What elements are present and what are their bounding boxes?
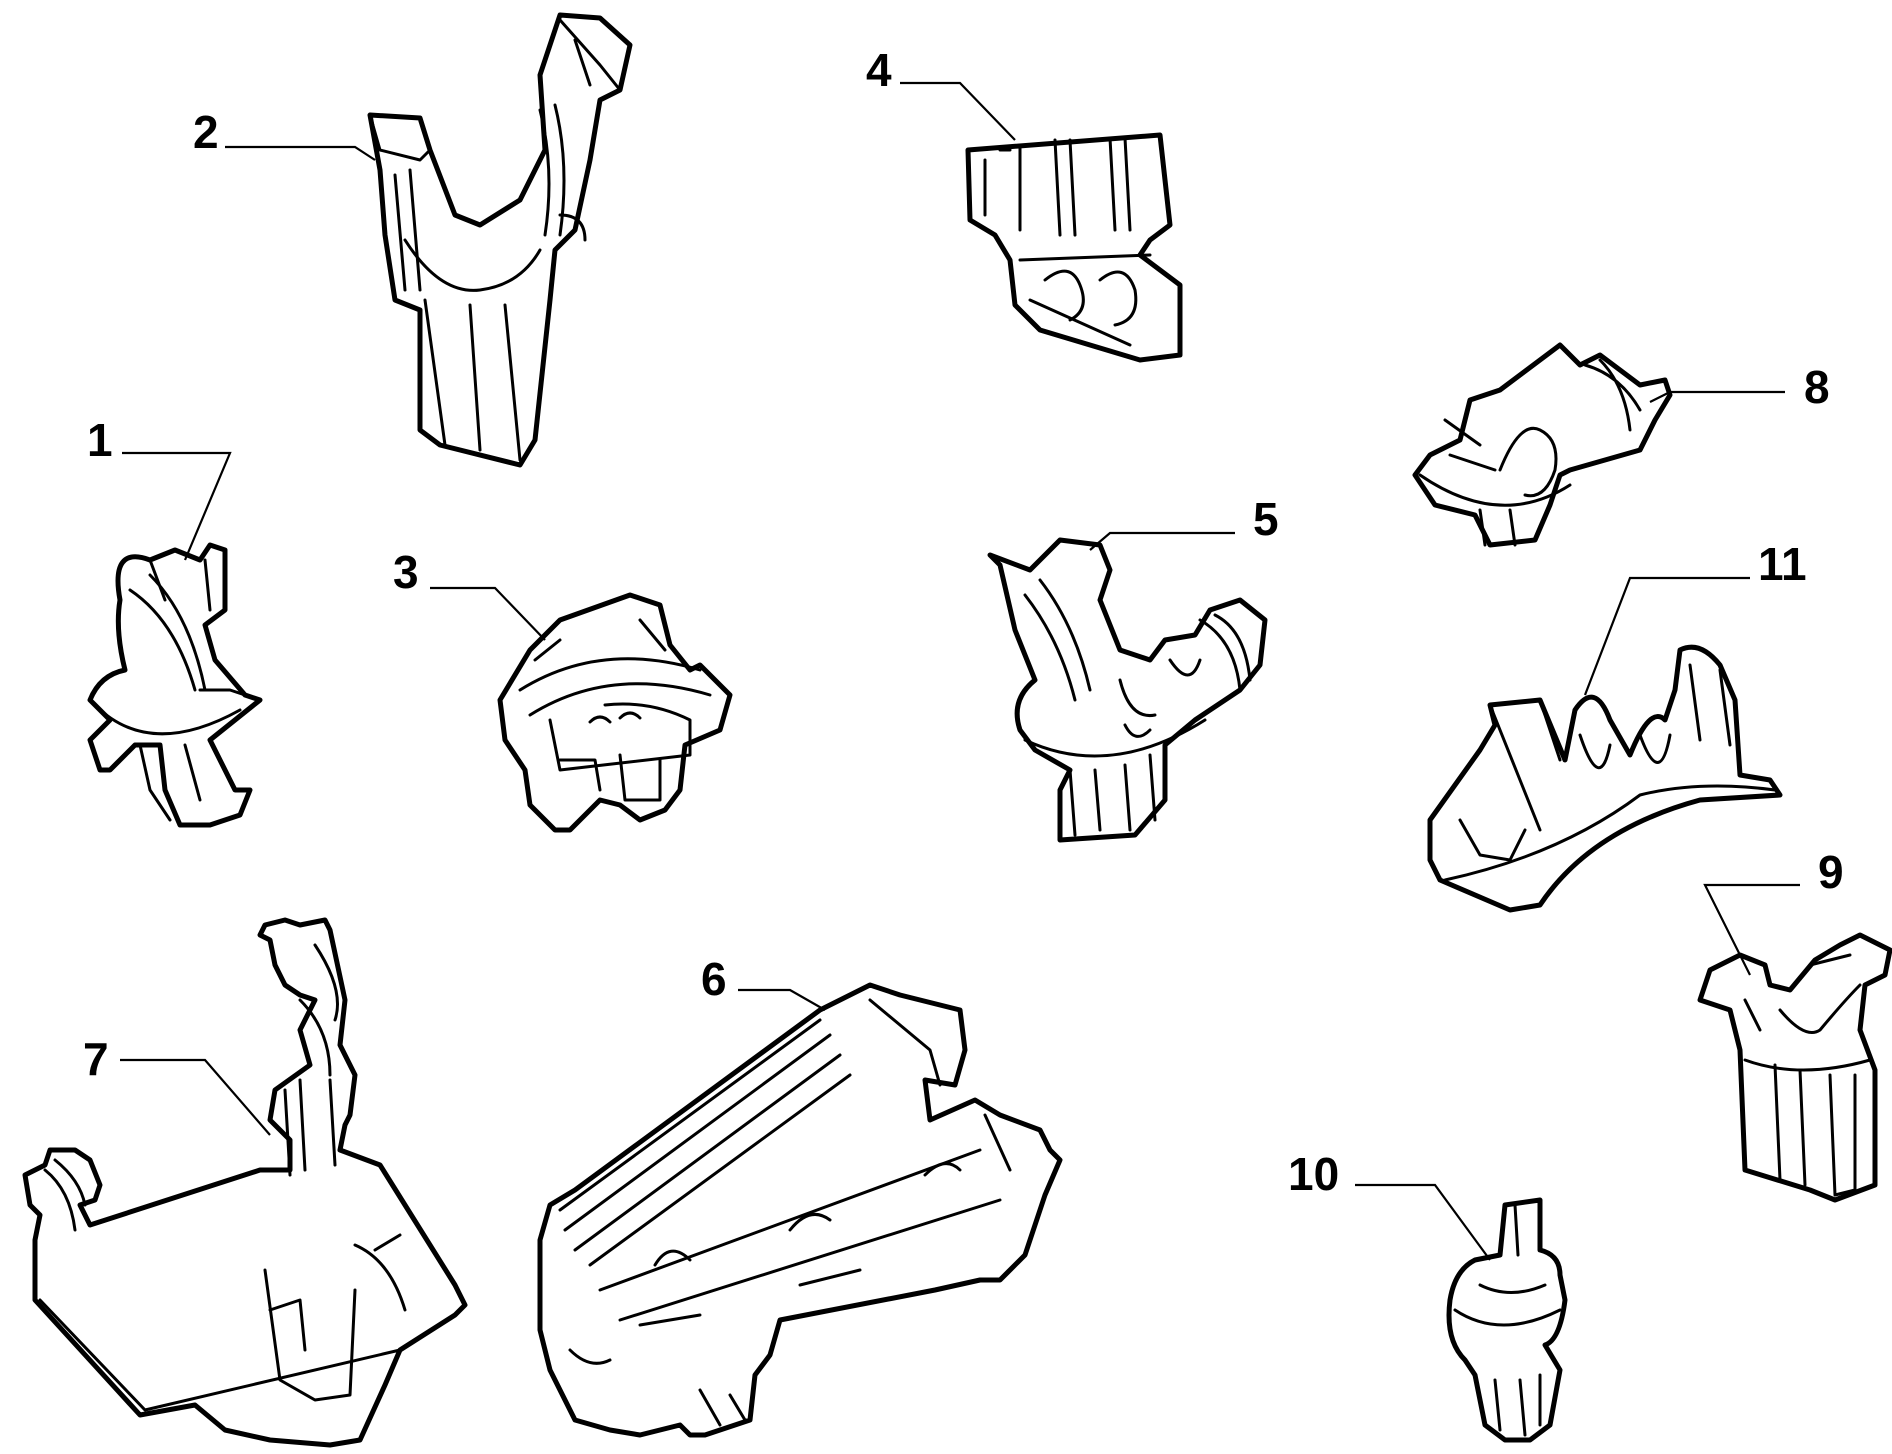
leader-line-11 [1583, 576, 1750, 696]
leader-line-1 [122, 451, 232, 561]
leader-line-3 [430, 586, 546, 641]
callout-label-8: 8 [1804, 361, 1830, 413]
callout-label-11: 11 [1758, 538, 1807, 590]
leader-line-5 [1089, 531, 1235, 551]
part-10-drawing [1446, 1197, 1568, 1443]
callout-label-9: 9 [1818, 846, 1844, 898]
leader-line-6 [738, 988, 826, 1011]
callout-label-1: 1 [87, 414, 113, 466]
callout-label-6: 6 [701, 953, 727, 1005]
leader-line-8 [1649, 390, 1785, 403]
leader-line-4 [900, 81, 1016, 141]
part-7-drawing [22, 917, 468, 1448]
callout-label-5: 5 [1253, 493, 1279, 545]
part-5-drawing [987, 537, 1268, 843]
part-3-drawing [497, 592, 733, 833]
callout-label-7: 7 [83, 1033, 109, 1085]
leader-line-7 [120, 1058, 271, 1136]
callout-label-10: 10 [1288, 1148, 1339, 1200]
part-11-drawing [1427, 644, 1783, 913]
part-8-drawing [1412, 342, 1673, 548]
part-6-drawing [537, 982, 1063, 1438]
part-4-drawing [965, 132, 1183, 363]
leader-line-10 [1355, 1183, 1491, 1261]
callout-label-2: 2 [193, 106, 219, 158]
leader-line-2 [225, 145, 376, 161]
part-1-drawing [87, 542, 263, 828]
leader-lines [120, 81, 1800, 1261]
callout-label-3: 3 [393, 546, 419, 598]
callout-label-4: 4 [866, 44, 892, 96]
part-2-drawing [367, 12, 633, 468]
callout-labels: 2 4 8 1 3 5 11 9 10 6 7 [83, 44, 1844, 1200]
part-9-drawing [1697, 932, 1892, 1203]
leader-line-9 [1703, 883, 1800, 976]
